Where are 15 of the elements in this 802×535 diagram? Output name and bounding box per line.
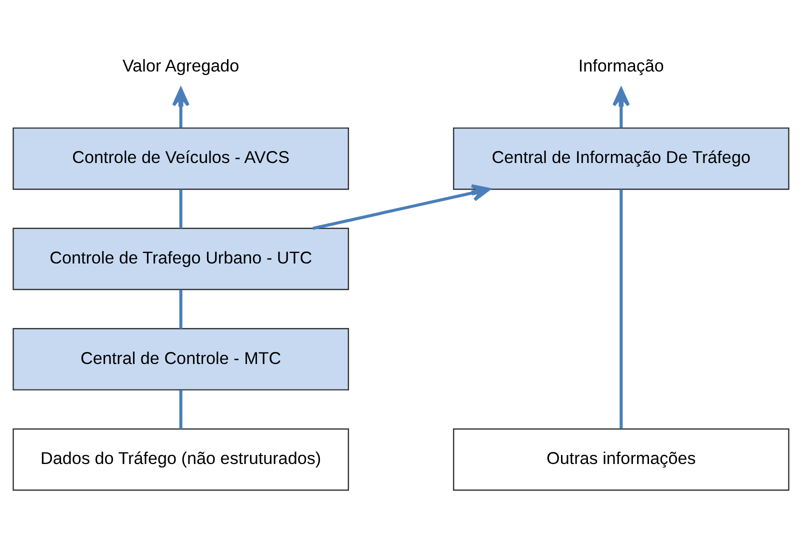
connector — [179, 390, 182, 429]
connector — [179, 190, 182, 228]
node-box: Controle de Trafego Urbano - UTC — [12, 228, 350, 290]
arrow — [312, 184, 490, 230]
node-text: Informação — [578, 56, 664, 76]
node-box: Controle de Veículos - AVCS — [12, 127, 350, 190]
node-box: Central de Informação De Tráfego — [452, 127, 790, 190]
node-box: Dados do Tráfego (não estruturados) — [12, 428, 350, 491]
node-text: Valor Agregado — [122, 56, 240, 76]
node-box: Outras informações — [452, 428, 790, 491]
connector — [620, 189, 623, 429]
connector — [179, 290, 182, 329]
arrow — [172, 88, 190, 128]
arrow — [612, 88, 630, 128]
node-box: Central de Controle - MTC — [12, 328, 350, 390]
